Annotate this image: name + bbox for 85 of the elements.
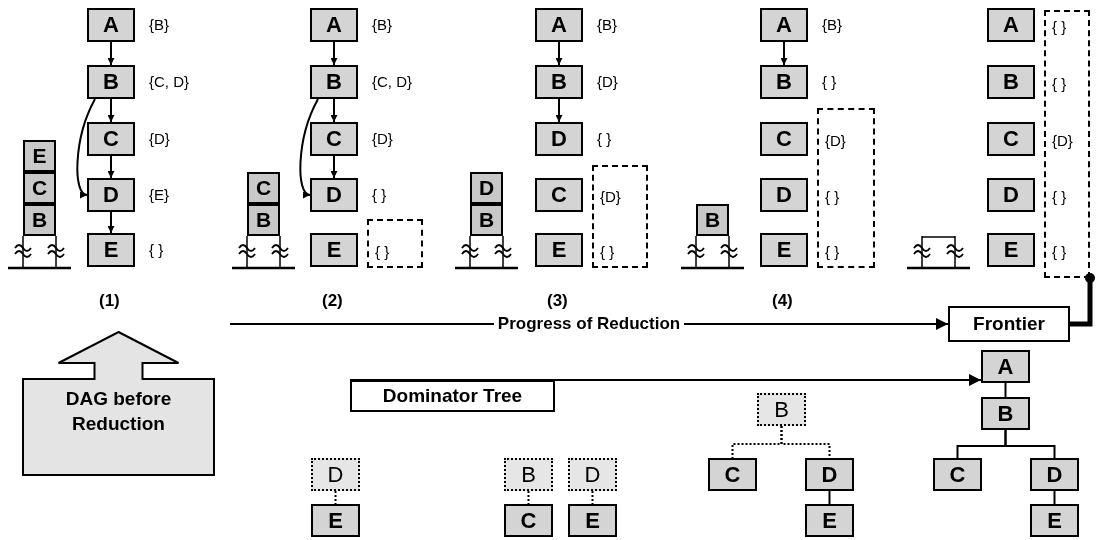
set-label: { } — [1052, 76, 1067, 91]
node-box: A — [987, 8, 1035, 42]
label-box: Dominator Tree — [350, 380, 555, 412]
set-label: {D} — [372, 131, 393, 146]
set-label: {B} — [149, 17, 170, 32]
set-label: {D} — [600, 189, 621, 204]
stack-box: B — [247, 204, 280, 236]
tree-node-box: A — [981, 350, 1030, 383]
tree-node-box: C — [933, 458, 982, 491]
set-label: {B} — [822, 17, 843, 32]
stack-box: B — [23, 204, 56, 236]
node-box: E — [760, 233, 808, 267]
dotted-node-box: B — [504, 458, 553, 491]
set-label: {C, D} — [149, 74, 190, 89]
tree-node-box: E — [805, 504, 854, 537]
dashed-box — [1044, 10, 1090, 278]
set-label: {B} — [597, 17, 618, 32]
step-label: (3) — [547, 292, 568, 309]
set-label: { } — [1052, 189, 1067, 204]
tree-node-box: D — [1030, 458, 1079, 491]
node-box: C — [87, 122, 135, 156]
stack-box: C — [247, 172, 280, 204]
step-label: (4) — [772, 292, 793, 309]
dashed-box — [367, 219, 423, 268]
dotted-node-box: D — [568, 458, 617, 491]
stack-box: C — [23, 172, 56, 204]
set-label: { } — [822, 74, 837, 89]
node-box: E — [87, 233, 135, 267]
set-label: {D} — [825, 133, 846, 148]
tree-node-box: E — [1030, 504, 1079, 537]
set-label: {B} — [372, 17, 393, 32]
dashed-box — [817, 108, 875, 268]
node-box: E — [987, 233, 1035, 267]
set-label: { } — [375, 244, 390, 259]
set-label: {D} — [597, 74, 618, 89]
node-box: D — [87, 178, 135, 212]
step-label: (2) — [322, 292, 343, 309]
tree-node-box: E — [568, 504, 617, 537]
dashed-box — [592, 165, 648, 268]
set-label: { } — [1052, 244, 1067, 259]
set-label: {D} — [1052, 133, 1073, 148]
stack-box: B — [470, 204, 503, 236]
node-box: E — [310, 233, 358, 267]
tree-node-box: E — [311, 504, 360, 537]
node-box: C — [310, 122, 358, 156]
set-label: {E} — [149, 187, 170, 202]
node-box: B — [87, 65, 135, 99]
stack-box: D — [470, 172, 503, 204]
node-box: B — [310, 65, 358, 99]
set-label: { } — [1052, 19, 1067, 34]
node-box: B — [987, 65, 1035, 99]
node-box: A — [760, 8, 808, 42]
node-box: C — [760, 122, 808, 156]
shape-label: DAG before Reduction — [64, 387, 173, 436]
set-label: { } — [597, 131, 612, 146]
node-box: C — [535, 178, 583, 212]
set-label: { } — [825, 244, 840, 259]
set-label: {C, D} — [372, 74, 413, 89]
node-box: E — [535, 233, 583, 267]
set-label: { } — [149, 242, 164, 257]
stack-box: B — [696, 204, 729, 236]
set-label: { } — [825, 189, 840, 204]
node-box: B — [760, 65, 808, 99]
tree-node-box: B — [981, 397, 1030, 430]
node-box: A — [535, 8, 583, 42]
stack-box: E — [23, 140, 56, 172]
step-label: (1) — [99, 292, 120, 309]
node-box: C — [987, 122, 1035, 156]
node-box: D — [760, 178, 808, 212]
node-box: D — [535, 122, 583, 156]
node-box: A — [310, 8, 358, 42]
node-box: D — [310, 178, 358, 212]
set-label: { } — [372, 187, 387, 202]
node-box: A — [87, 8, 135, 42]
label-box: Frontier — [948, 306, 1070, 342]
tree-node-box: C — [708, 458, 757, 491]
set-label: { } — [600, 244, 615, 259]
set-label: {D} — [149, 131, 170, 146]
edge-label: Progress of Reduction — [493, 315, 685, 332]
node-box: B — [535, 65, 583, 99]
tree-node-box: D — [805, 458, 854, 491]
dotted-node-box: B — [757, 393, 806, 426]
dotted-node-box: D — [311, 458, 360, 491]
tree-node-box: C — [504, 504, 553, 537]
node-box: D — [987, 178, 1035, 212]
